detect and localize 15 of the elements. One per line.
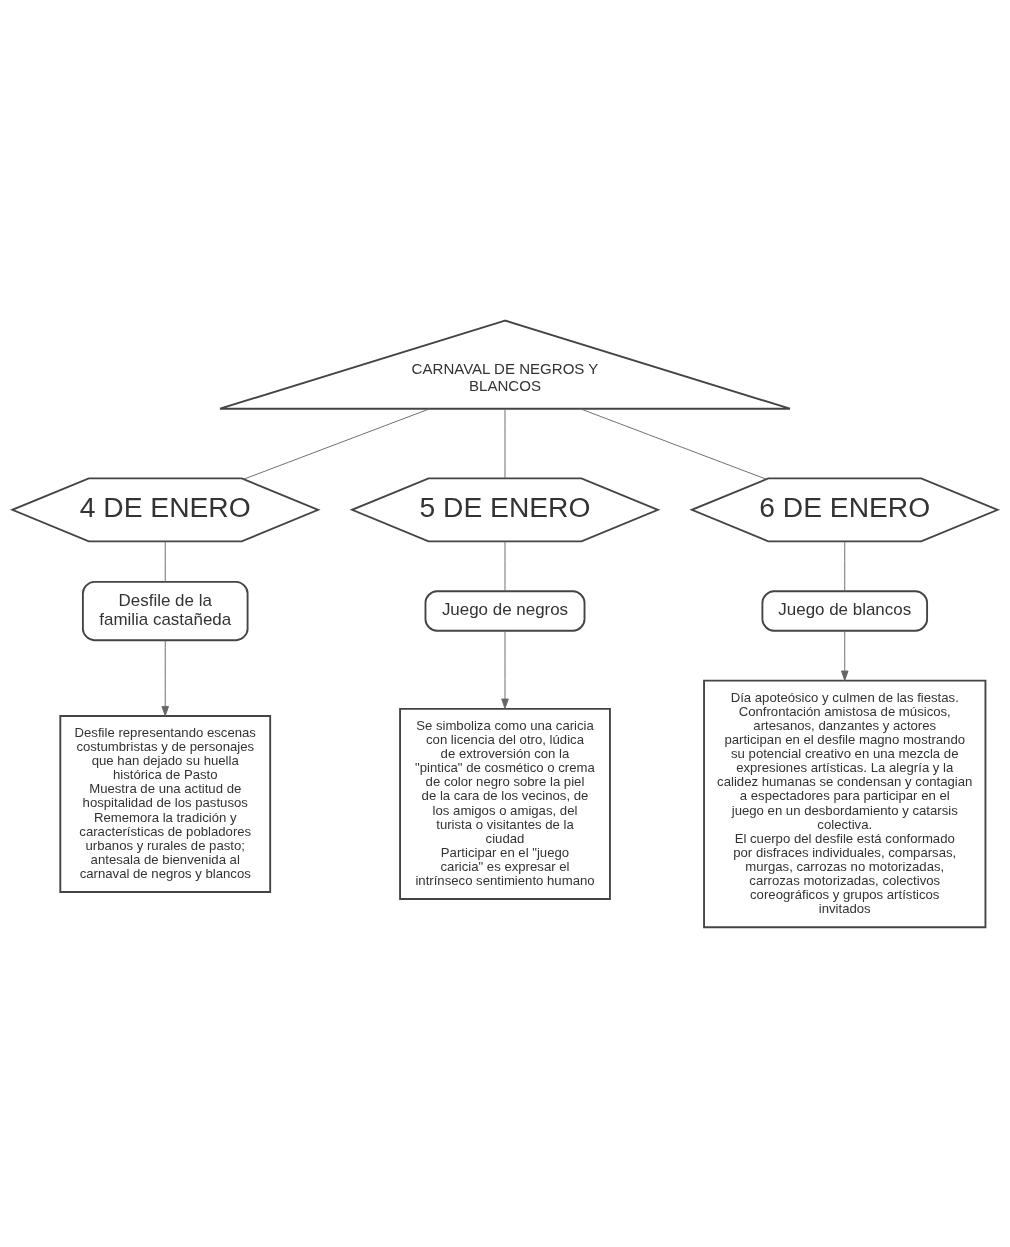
connector <box>504 540 506 591</box>
node-box: Día apoteósico y culmen de las fiestas. Confrontación amistosa de músicos, artesanos, danzantes y actores participan en el desfile magno mostrando su potencial creativo en una mezcla de expresiones artísticas. La alegría y la calidez humanas se condensan y contagian a espectadores para participar en el juego en un desbordamiento y catarsis colectiva. El cuerpo del desfile está conformado por disfraces individuales, comparsas, murgas, carrozas no motorizadas, carrozas motorizadas, colectivos coreográficos y grupos artísticos invitados <box>703 679 987 928</box>
connector <box>164 540 166 582</box>
node-box: Desfile de la familia castañeda <box>81 580 249 641</box>
node-box: Desfile representando escenas costumbristas y de personajes que han dejado su huella histórica de Pasto Muestra de una actitud de hospitalidad de los pastusos Rememora la tradición y características de pobladores urbanos y rurales de pasto; antesala de bienvenida al carnaval de negros y blancos <box>59 714 272 893</box>
node-box: Se simboliza como una caricia con licencia del otro, lúdica de extroversión con la "pintica" de cosmético o crema de color negro sobre la piel de la cara de los vecinos, de los amigos o amigas, del turista o visitantes de la ciudad Participar en el "juego caricia" es expresar el intrínseco sentimiento humano <box>399 707 611 900</box>
connector <box>579 407 767 480</box>
node-box: Juego de blancos <box>761 589 929 632</box>
arrow <box>841 630 849 681</box>
connector <box>243 407 431 480</box>
node-box: Juego de negros <box>424 589 586 632</box>
arrow <box>161 639 169 716</box>
arrow <box>501 630 509 709</box>
connector <box>504 407 506 479</box>
connector <box>844 540 846 591</box>
